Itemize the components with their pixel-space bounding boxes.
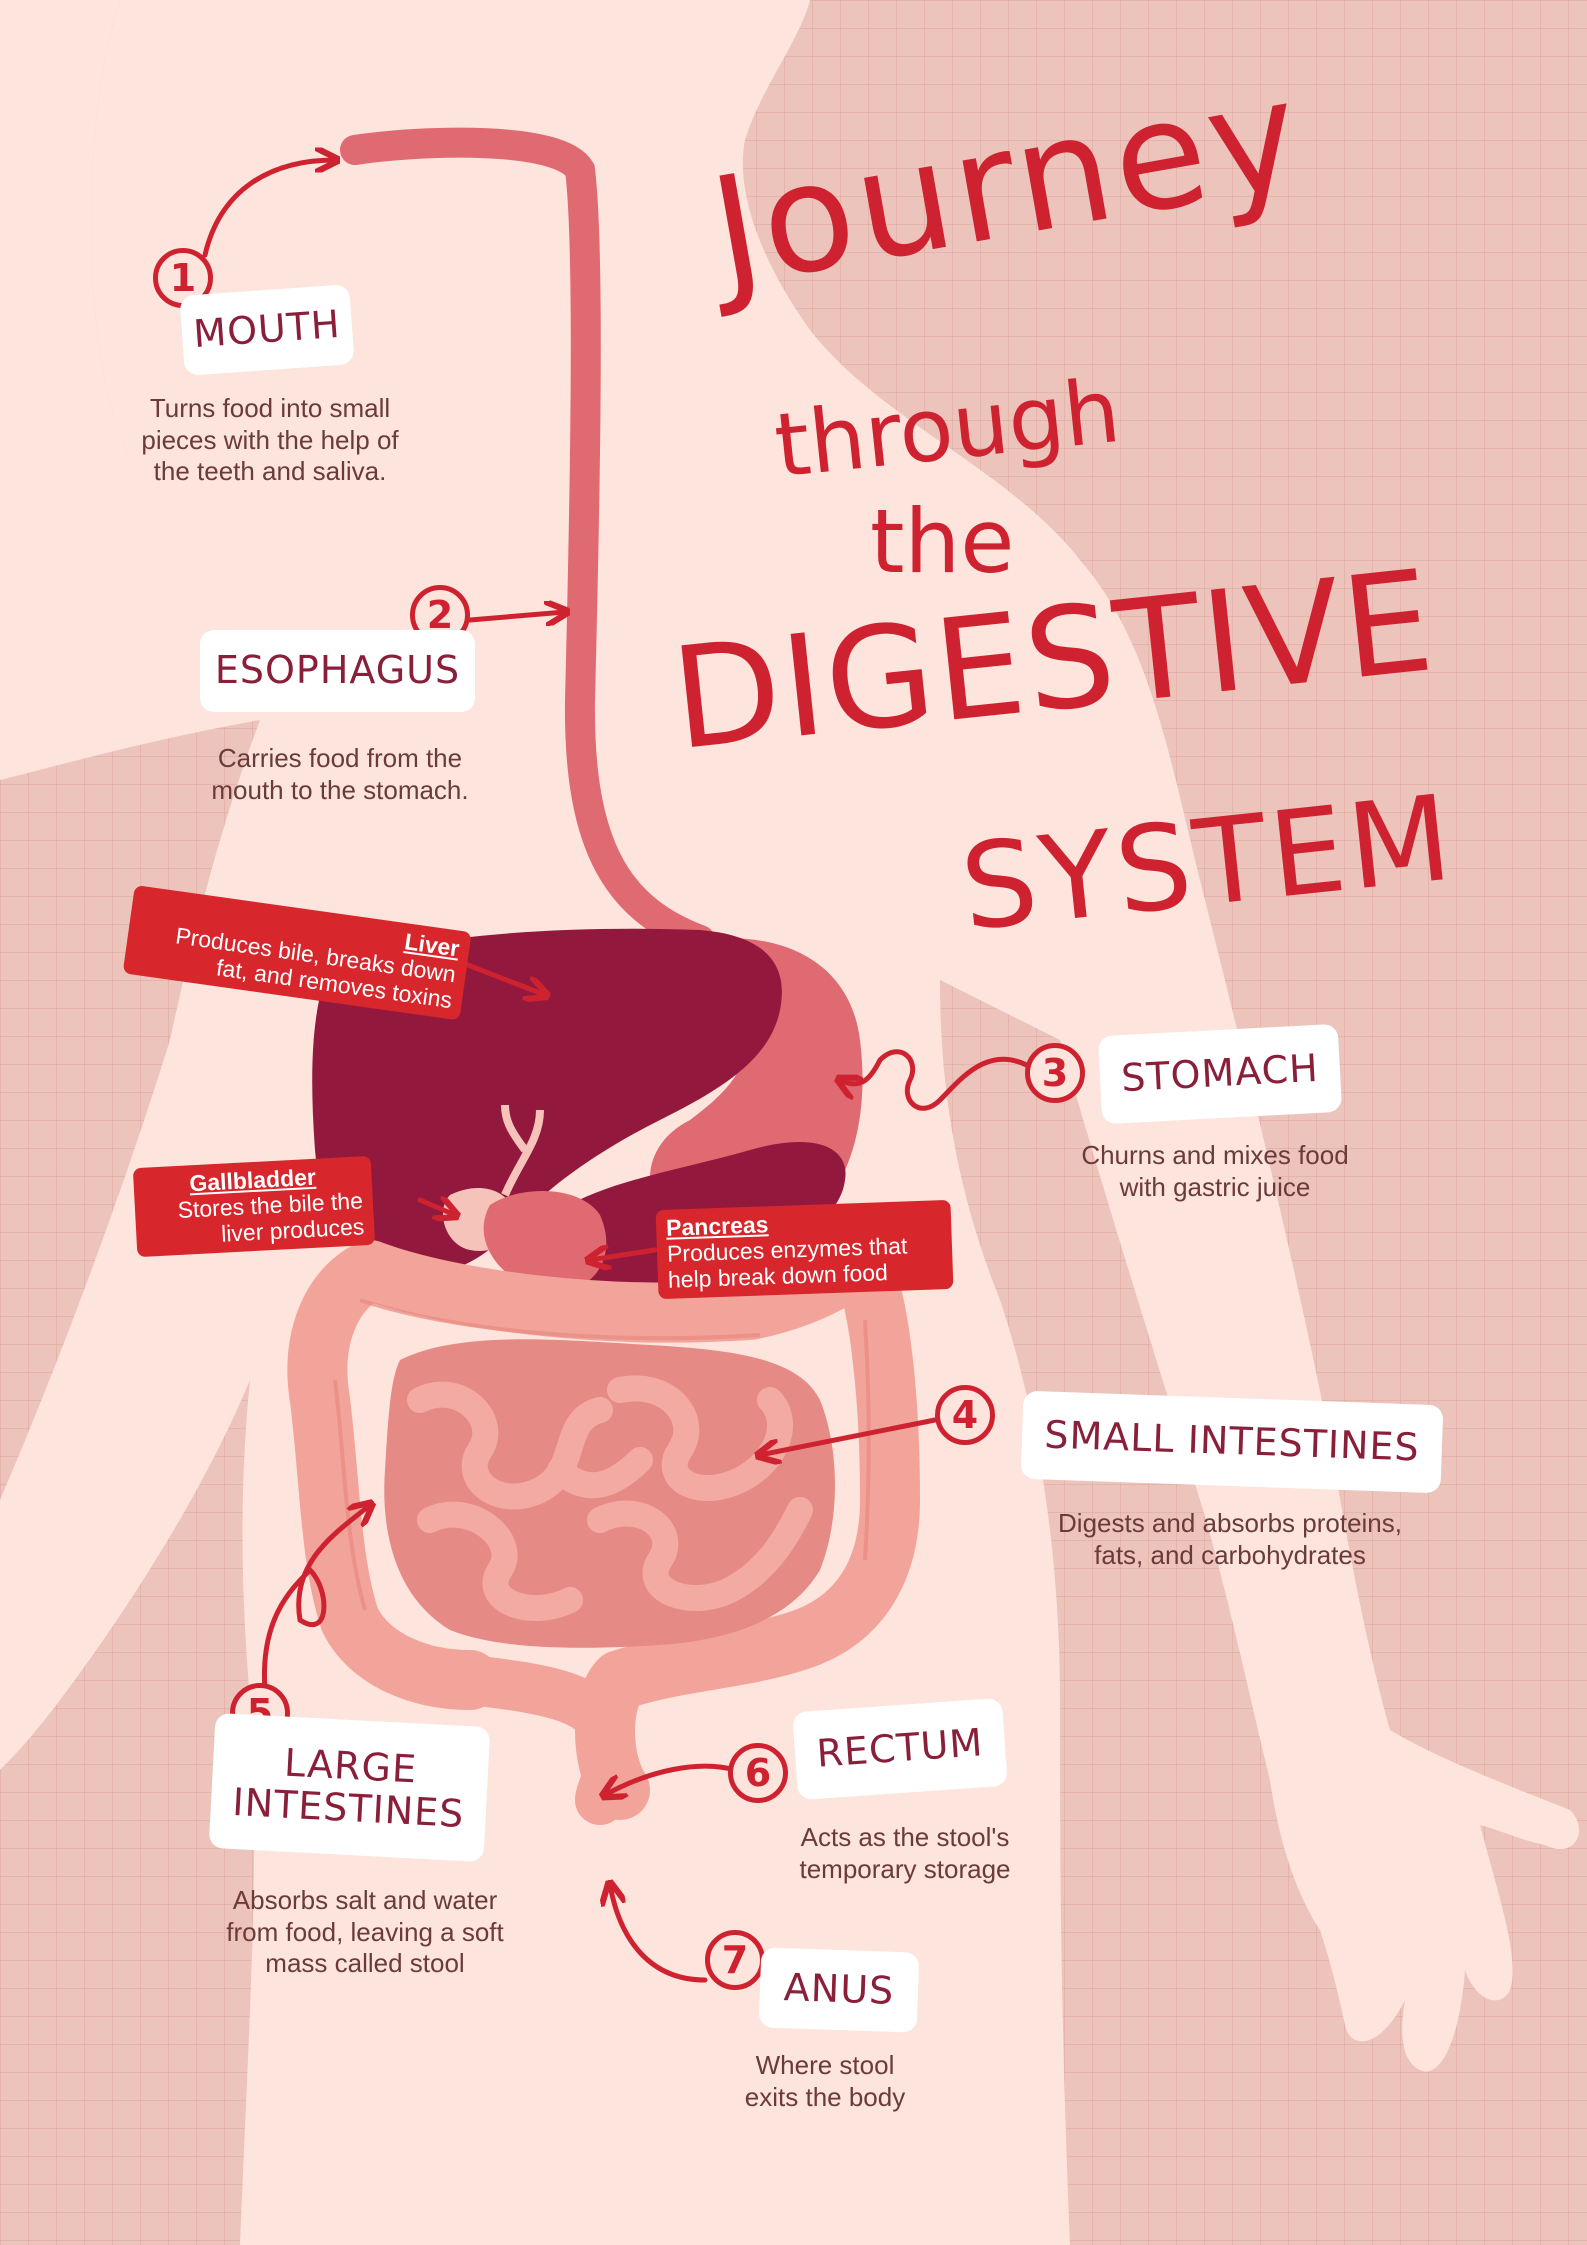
pointer-arrows (202, 160, 1038, 1983)
title-line-the: the (870, 490, 1015, 593)
arrow-rectum (605, 1763, 738, 1795)
step-number-4: 4 (935, 1385, 995, 1445)
arrow-pancreas (590, 1250, 658, 1260)
stomach-label: STOMACH (1097, 1023, 1343, 1125)
arrow-liver (452, 957, 545, 995)
esophagus-label: ESOPHAGUS (200, 630, 475, 712)
large-intestines-label-line-2: INTESTINES (231, 1779, 466, 1836)
esophagus-tube (340, 127, 715, 955)
arrow-esophagus (467, 612, 565, 620)
step-number-7: 7 (705, 1930, 765, 1990)
intestine-coils (407, 1375, 813, 1621)
arrow-anus (610, 1885, 708, 1983)
gallbladder-callout: Gallbladder Stores the bile the liver pr… (132, 1155, 376, 1258)
arrow-mouth (202, 160, 335, 258)
arrow-small-intestines (760, 1417, 938, 1455)
step-number-6: 6 (728, 1743, 788, 1803)
pancreas-callout: Pancreas Produces enzymes that help brea… (655, 1199, 954, 1300)
mouth-label: MOUTH (179, 284, 355, 376)
rectum-label: RECTUM (792, 1697, 1008, 1801)
arrow-large-intestines (261, 1505, 370, 1693)
small-intestines-label: SMALL INTESTINES (1020, 1390, 1444, 1494)
large-intestines-label: LARGE INTESTINES (208, 1712, 491, 1863)
small-intestines-description: Digests and absorbs proteins,fats, and c… (1058, 1508, 1402, 1570)
arrow-stomach (840, 1049, 1038, 1111)
anus-label: ANUS (758, 1947, 920, 2033)
large-intestine-shape (287, 1230, 920, 1820)
arrow-gallbladder (417, 1200, 455, 1215)
step-number-3: 3 (1025, 1043, 1085, 1103)
